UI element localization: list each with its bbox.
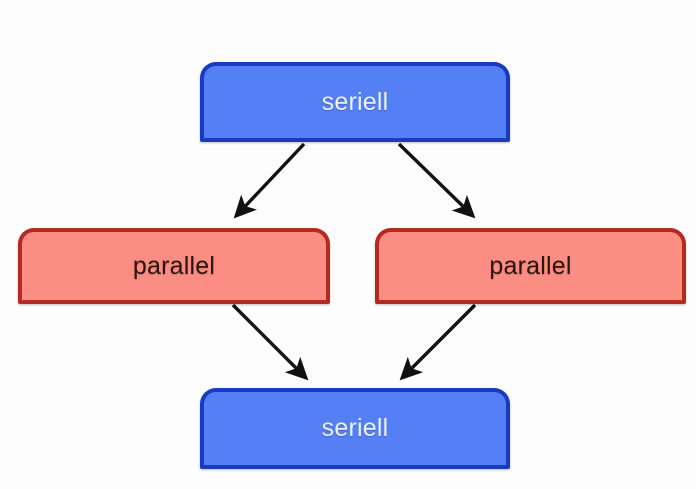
node-seriell-bottom[interactable]: seriell: [200, 388, 510, 469]
edge-left-to-bottom: [231, 303, 309, 381]
node-label: seriell: [321, 414, 389, 442]
node-label: parallel: [132, 251, 216, 280]
node-label: seriell: [321, 87, 389, 116]
edge-right-to-bottom: [399, 303, 477, 381]
node-label: parallel: [489, 251, 572, 280]
edge-top-to-left: [233, 142, 306, 219]
edge-top-to-right: [397, 142, 476, 219]
node-parallel-left[interactable]: parallel: [18, 228, 330, 304]
node-parallel-right[interactable]: parallel: [375, 228, 686, 304]
node-seriell-top[interactable]: seriell: [200, 62, 510, 142]
